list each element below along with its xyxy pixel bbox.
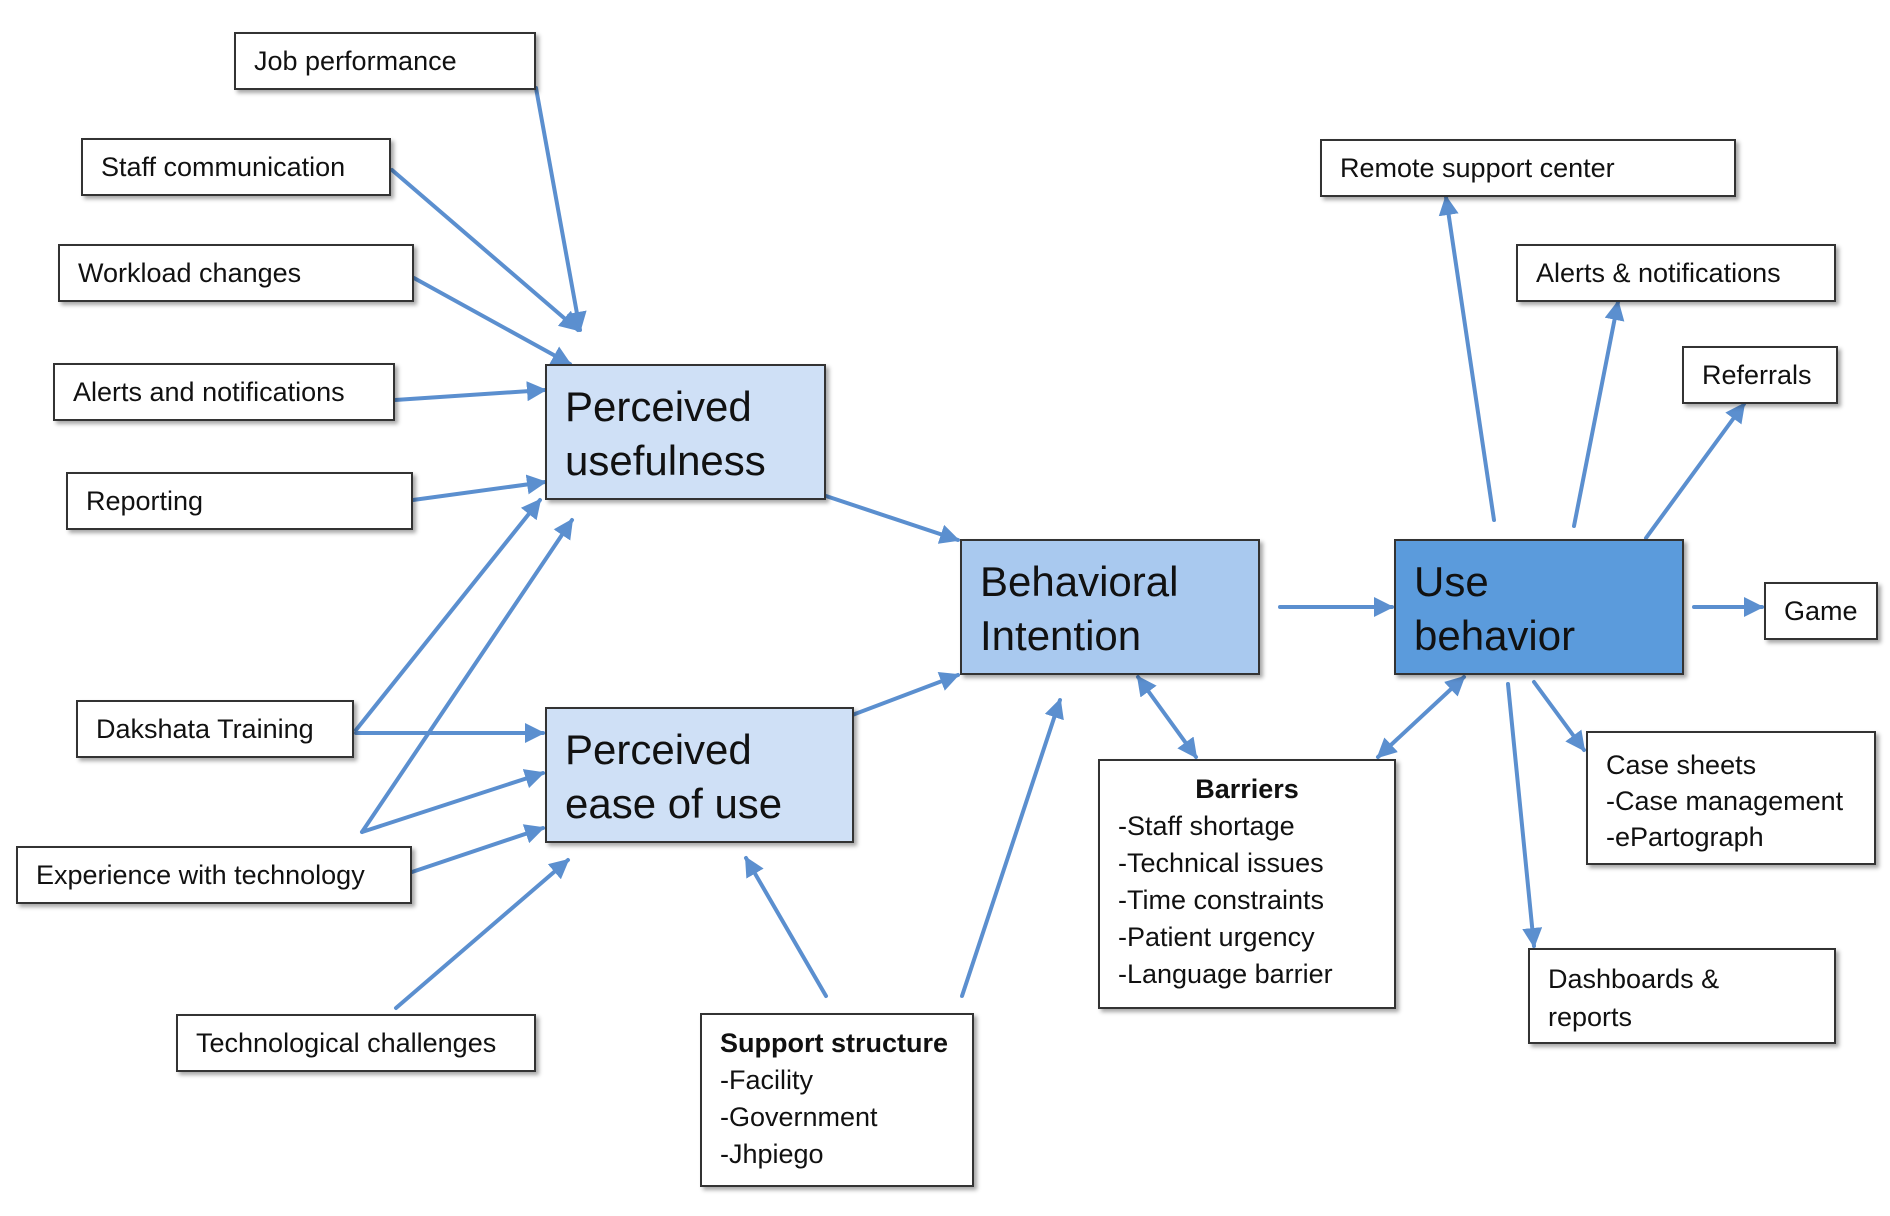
barriers-item: -Language barrier	[1118, 959, 1333, 989]
game-box: Game	[1764, 582, 1878, 640]
arrow-reporting	[411, 474, 547, 502]
staff-communication-label: Staff communication	[101, 151, 346, 182]
behavioral-intention-line1: Behavioral	[980, 558, 1179, 605]
dashboards-reports-line: Dashboards &	[1548, 964, 1720, 994]
support-structure-box: Support structure -Facility -Government …	[700, 1013, 974, 1187]
arrow-use-to-referrals	[1644, 402, 1746, 540]
alerts-notifications-label: Alerts & notifications	[1536, 257, 1781, 288]
perceived-ease-of-use-line2: ease of use	[565, 780, 783, 827]
arrow-use-to-dashboards	[1506, 682, 1543, 948]
use-behavior-line2: behavior	[1414, 612, 1576, 659]
referrals-box: Referrals	[1682, 346, 1838, 404]
perceived-usefulness-box: Perceived usefulness	[545, 364, 826, 500]
referrals-label: Referrals	[1702, 359, 1812, 390]
perceived-usefulness-line1: Perceived	[565, 383, 752, 430]
arrow-support-to-intention	[960, 698, 1064, 998]
arrow-use-to-casesheets	[1532, 680, 1586, 752]
arrow-dakshata-to-usefulness	[354, 498, 542, 732]
dakshata-training-label: Dakshata Training	[96, 713, 314, 744]
arrow-staff-communication	[390, 168, 580, 332]
game-label: Game	[1784, 595, 1858, 626]
barriers-item: -Patient urgency	[1118, 922, 1315, 952]
dashboards-reports-box: Dashboards & reports	[1528, 948, 1836, 1044]
remote-support-center-label: Remote support center	[1340, 152, 1615, 183]
support-structure-item: -Jhpiego	[720, 1139, 824, 1169]
experience-with-technology-box: Experience with technology	[16, 846, 412, 904]
support-structure-item: -Government	[720, 1102, 878, 1132]
dashboards-reports-line: reports	[1548, 1002, 1633, 1032]
arrow-workload-changes	[412, 276, 572, 366]
case-sheets-line: -Case management	[1606, 786, 1844, 816]
dakshata-training-box: Dakshata Training	[76, 700, 354, 758]
arrow-use-barriers	[1376, 675, 1466, 759]
job-performance-box: Job performance	[234, 32, 536, 90]
case-sheets-box: Case sheets -Case management -ePartograp…	[1586, 731, 1876, 865]
barriers-item: -Staff shortage	[1118, 811, 1295, 841]
arrow-experience-box-to-ease	[410, 824, 545, 874]
barriers-item: -Technical issues	[1118, 848, 1324, 878]
behavioral-intention-line2: Intention	[980, 612, 1142, 659]
alerts-and-notifications-label: Alerts and notifications	[73, 376, 345, 407]
perceived-usefulness-line2: usefulness	[565, 437, 766, 484]
workload-changes-label: Workload changes	[78, 257, 302, 288]
support-structure-title: Support structure	[720, 1028, 949, 1058]
technological-challenges-label: Technological challenges	[196, 1027, 497, 1058]
workload-changes-box: Workload changes	[58, 244, 414, 302]
arrow-support-to-ease	[744, 856, 828, 998]
use-behavior-line1: Use	[1414, 558, 1489, 605]
use-behavior-box: Use behavior	[1394, 539, 1684, 675]
experience-with-technology-label: Experience with technology	[36, 859, 365, 890]
perceived-ease-of-use-line1: Perceived	[565, 726, 752, 773]
arrow-techchallenges-to-ease	[394, 858, 570, 1010]
case-sheets-line: Case sheets	[1606, 750, 1757, 780]
arrow-experience-to-ease	[360, 769, 545, 834]
arrow-experience-to-usefulness	[360, 518, 574, 834]
reporting-box: Reporting	[66, 472, 413, 530]
arrow-use-to-alerts	[1572, 300, 1625, 528]
barriers-box: Barriers -Staff shortage -Technical issu…	[1098, 759, 1396, 1009]
behavioral-intention-box: Behavioral Intention	[960, 539, 1260, 675]
barriers-title: Barriers	[1195, 774, 1299, 804]
technological-challenges-box: Technological challenges	[176, 1014, 536, 1072]
job-performance-label: Job performance	[254, 45, 457, 76]
reporting-label: Reporting	[86, 485, 204, 516]
support-structure-item: -Facility	[720, 1065, 813, 1095]
case-sheets-line: -ePartograph	[1606, 822, 1764, 852]
alerts-and-notifications-box: Alerts and notifications	[53, 363, 395, 421]
arrow-use-to-remote	[1438, 195, 1496, 522]
remote-support-center-box: Remote support center	[1320, 139, 1736, 197]
barriers-item: -Time constraints	[1118, 885, 1325, 915]
arrow-alerts-and-notifications	[393, 381, 547, 402]
arrow-job-performance	[534, 86, 587, 332]
staff-communication-box: Staff communication	[81, 138, 391, 196]
arrow-intention-barriers	[1136, 675, 1198, 759]
perceived-ease-of-use-box: Perceived ease of use	[545, 707, 854, 843]
alerts-notifications-box: Alerts & notifications	[1516, 244, 1836, 302]
arrow-usefulness-to-intention	[800, 486, 960, 544]
